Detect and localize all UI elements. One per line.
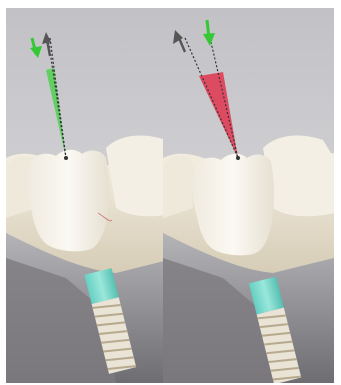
left-scene [6, 8, 176, 383]
right-panel [163, 8, 334, 383]
left-panel [6, 8, 176, 383]
pivot-point [64, 156, 68, 160]
pivot-point [236, 156, 240, 160]
right-scene [163, 8, 334, 383]
adjacent-tooth-left [163, 156, 193, 218]
